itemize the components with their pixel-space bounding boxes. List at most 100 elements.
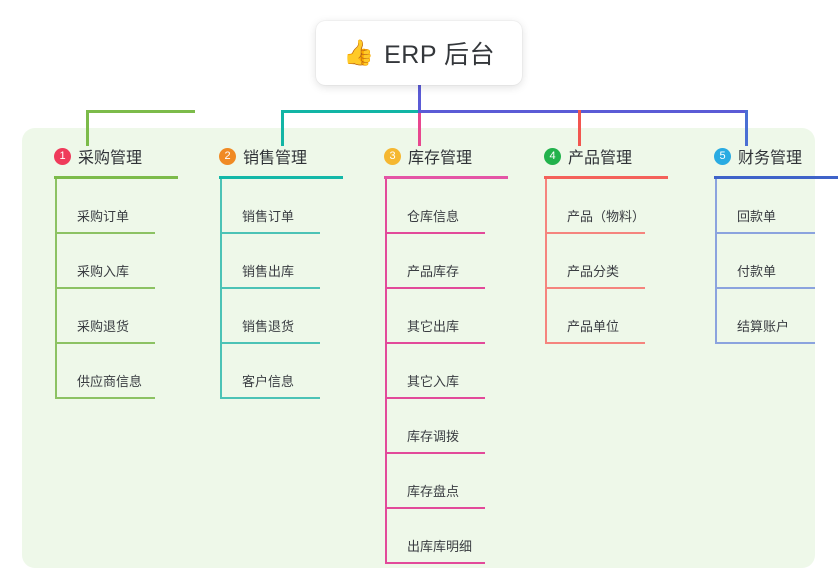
- leaf-label: 销售出库: [242, 264, 295, 279]
- leaf-item[interactable]: 库存盘点: [385, 454, 518, 509]
- column-title-4: 产品管理: [568, 150, 633, 167]
- column-title-5: 财务管理: [738, 150, 803, 167]
- leaf-list-5: 回款单付款单结算账户: [715, 179, 839, 344]
- column-spine-1: [55, 179, 57, 399]
- leaf-rule: [715, 287, 815, 289]
- column-spine-2: [220, 179, 222, 399]
- leaf-item[interactable]: 产品（物料）: [545, 179, 678, 234]
- connector-drop-4: [578, 110, 581, 146]
- leaf-item[interactable]: 产品单位: [545, 289, 678, 344]
- column-badge-5: 5: [714, 147, 731, 165]
- leaf-item[interactable]: 采购退货: [55, 289, 188, 344]
- leaf-label: 产品库存: [407, 264, 460, 279]
- column-title-2: 销售管理: [243, 150, 308, 167]
- leaf-label: 其它入库: [407, 374, 460, 389]
- leaf-item[interactable]: 库存调拨: [385, 399, 518, 454]
- leaf-rule: [220, 232, 320, 234]
- leaf-item[interactable]: 销售退货: [220, 289, 353, 344]
- leaf-item[interactable]: 回款单: [715, 179, 839, 234]
- column-spine-3: [385, 179, 387, 564]
- leaf-rule: [220, 287, 320, 289]
- column-rule-4: [544, 176, 668, 179]
- leaf-item[interactable]: 其它入库: [385, 344, 518, 399]
- leaf-list-2: 销售订单销售出库销售退货客户信息: [220, 179, 353, 399]
- leaf-item[interactable]: 付款单: [715, 234, 839, 289]
- leaf-rule: [55, 397, 155, 399]
- thumbs-up-icon: 👍: [342, 38, 375, 67]
- connector-bus-teal: [281, 110, 418, 113]
- leaf-item[interactable]: 销售出库: [220, 234, 353, 289]
- leaf-rule: [545, 232, 645, 234]
- leaf-rule: [220, 342, 320, 344]
- column-header-2[interactable]: 2 销售管理: [203, 144, 353, 168]
- leaf-label: 客户信息: [242, 374, 295, 389]
- page-title: ERP 后台: [384, 41, 496, 69]
- leaf-rule: [385, 452, 485, 454]
- leaf-label: 供应商信息: [77, 374, 143, 389]
- column-5: 5 财务管理回款单付款单结算账户: [698, 144, 839, 344]
- leaf-rule: [715, 232, 815, 234]
- leaf-item[interactable]: 产品分类: [545, 234, 678, 289]
- column-badge-2: 2: [219, 147, 236, 165]
- leaf-rule: [715, 342, 815, 344]
- leaf-item[interactable]: 供应商信息: [55, 344, 188, 399]
- leaf-label: 出库库明细: [407, 539, 473, 554]
- leaf-rule: [385, 287, 485, 289]
- leaf-item[interactable]: 采购订单: [55, 179, 188, 234]
- leaf-rule: [55, 232, 155, 234]
- column-2: 2 销售管理销售订单销售出库销售退货客户信息: [203, 144, 353, 399]
- column-badge-3: 3: [384, 147, 401, 165]
- leaf-label: 产品单位: [567, 319, 620, 334]
- leaf-label: 回款单: [737, 209, 777, 224]
- column-header-4[interactable]: 4 产品管理: [528, 144, 678, 168]
- leaf-rule: [385, 342, 485, 344]
- column-title-3: 库存管理: [408, 150, 473, 167]
- leaf-label: 仓库信息: [407, 209, 460, 224]
- leaf-item[interactable]: 客户信息: [220, 344, 353, 399]
- column-header-5[interactable]: 5 财务管理: [698, 144, 839, 168]
- column-badge-4: 4: [544, 147, 561, 165]
- column-rule-3: [384, 176, 508, 179]
- connector-drop-3: [418, 110, 421, 146]
- leaf-item[interactable]: 出库库明细: [385, 509, 518, 564]
- column-header-3[interactable]: 3 库存管理: [368, 144, 518, 168]
- leaf-rule: [385, 562, 485, 564]
- leaf-rule: [385, 507, 485, 509]
- leaf-rule: [545, 287, 645, 289]
- diagram-panel: [22, 128, 815, 568]
- leaf-rule: [55, 287, 155, 289]
- column-spine-5: [715, 179, 717, 344]
- leaf-label: 销售退货: [242, 319, 295, 334]
- leaf-rule: [220, 397, 320, 399]
- leaf-rule: [55, 342, 155, 344]
- leaf-label: 产品分类: [567, 264, 620, 279]
- root-node-erp-backend[interactable]: 👍 ERP 后台: [316, 21, 522, 85]
- leaf-list-3: 仓库信息产品库存其它出库其它入库库存调拨库存盘点出库库明细: [385, 179, 518, 564]
- column-spine-4: [545, 179, 547, 344]
- leaf-label: 库存盘点: [407, 484, 460, 499]
- connector-bus-purple: [418, 110, 748, 113]
- column-rule-1: [54, 176, 178, 179]
- connector-drop-1: [86, 110, 89, 146]
- leaf-rule: [385, 232, 485, 234]
- leaf-item[interactable]: 其它出库: [385, 289, 518, 344]
- connector-stem: [418, 85, 421, 113]
- column-rule-2: [219, 176, 343, 179]
- column-title-1: 采购管理: [78, 150, 143, 167]
- leaf-label: 采购入库: [77, 264, 130, 279]
- leaf-label: 其它出库: [407, 319, 460, 334]
- leaf-item[interactable]: 销售订单: [220, 179, 353, 234]
- leaf-item[interactable]: 仓库信息: [385, 179, 518, 234]
- leaf-label: 销售订单: [242, 209, 295, 224]
- connector-bus-green: [86, 110, 195, 113]
- leaf-rule: [545, 342, 645, 344]
- leaf-item[interactable]: 产品库存: [385, 234, 518, 289]
- leaf-list-1: 采购订单采购入库采购退货供应商信息: [55, 179, 188, 399]
- leaf-item[interactable]: 结算账户: [715, 289, 839, 344]
- leaf-list-4: 产品（物料） 产品分类产品单位: [545, 179, 678, 344]
- leaf-item[interactable]: 采购入库: [55, 234, 188, 289]
- leaf-label: 库存调拨: [407, 429, 460, 444]
- leaf-label: 采购订单: [77, 209, 130, 224]
